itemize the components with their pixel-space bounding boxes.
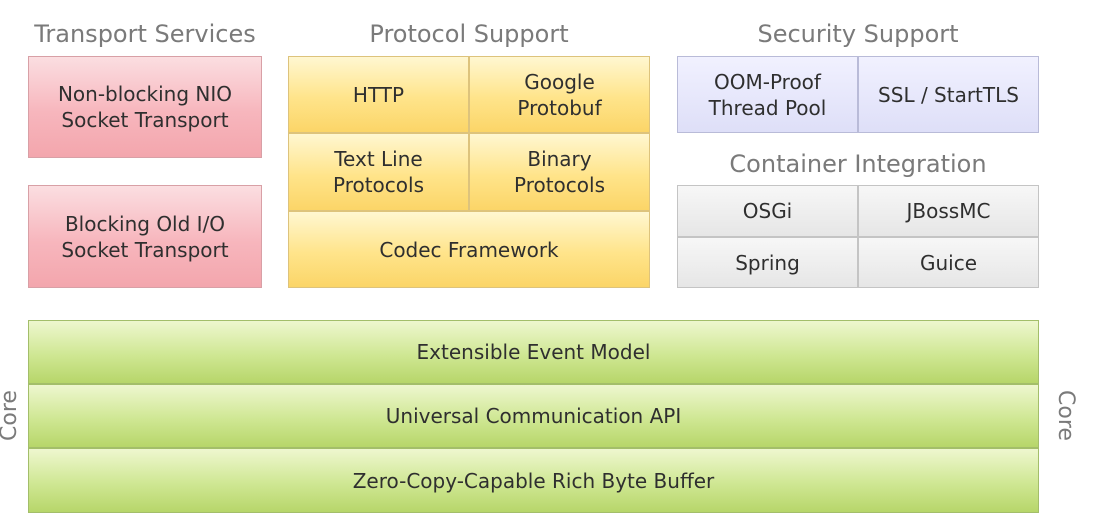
extensible-event-model-bar: Extensible Event Model [28, 320, 1039, 384]
jbossmc-box: JBossMC [858, 185, 1039, 237]
osgi-box: OSGi [677, 185, 858, 237]
universal-communication-api-bar: Universal Communication API [28, 384, 1039, 448]
transport-services-heading: Transport Services [34, 20, 256, 48]
nio-socket-transport-box: Non-blocking NIO Socket Transport [28, 56, 262, 158]
container-integration-heading: Container Integration [729, 150, 987, 178]
text-line-protocols-box: Text Line Protocols [288, 133, 469, 211]
zero-copy-byte-buffer-bar: Zero-Copy-Capable Rich Byte Buffer [28, 448, 1039, 513]
oio-socket-transport-box: Blocking Old I/O Socket Transport [28, 185, 262, 288]
oom-proof-thread-pool-box: OOM-Proof Thread Pool [677, 56, 858, 133]
spring-box: Spring [677, 237, 858, 288]
security-support-heading: Security Support [757, 20, 959, 48]
google-protobuf-box: Google Protobuf [469, 56, 650, 133]
codec-framework-box: Codec Framework [288, 211, 650, 288]
core-label-left: Core [0, 390, 22, 441]
ssl-starttls-box: SSL / StartTLS [858, 56, 1039, 133]
binary-protocols-box: Binary Protocols [469, 133, 650, 211]
http-box: HTTP [288, 56, 469, 133]
guice-box: Guice [858, 237, 1039, 288]
protocol-support-heading: Protocol Support [369, 20, 569, 48]
core-label-right: Core [1052, 390, 1078, 441]
